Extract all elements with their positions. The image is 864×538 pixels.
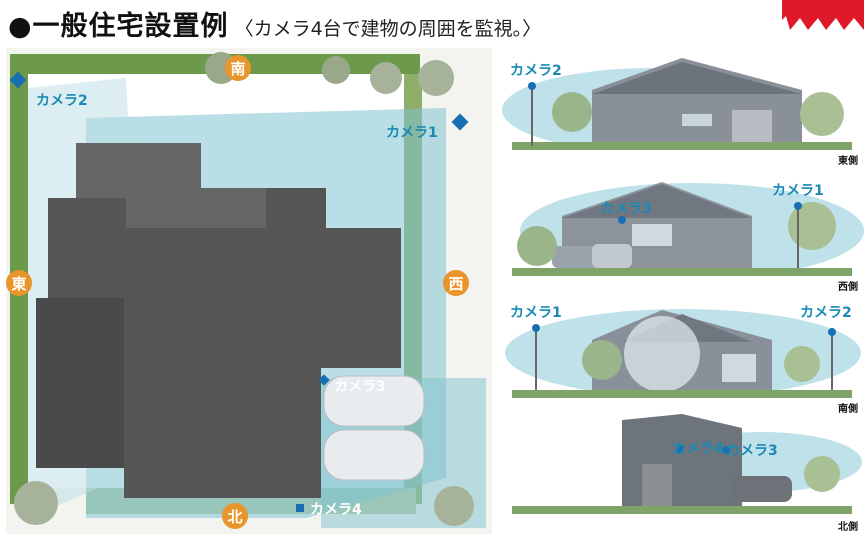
camera-4-marker: [296, 504, 304, 512]
camera-1-label: カメラ1: [386, 125, 438, 141]
panel-north-camera-b-label: カメラ3: [726, 443, 778, 459]
title-sub: 〈カメラ4台で建物の周囲を監視。〉: [234, 18, 542, 40]
site-plan-drawing: [6, 48, 492, 534]
view-panel-east: カメラ2 東側: [502, 50, 864, 167]
compass-north: 北: [222, 503, 248, 529]
house-elevation-north: [502, 414, 862, 514]
panel-south-camera-a-label: カメラ1: [510, 305, 562, 321]
panel-north-caption: 北側: [838, 522, 858, 533]
compass-east: 東: [6, 270, 32, 296]
house-elevation-east: [502, 58, 852, 152]
panel-west-caption: 西側: [838, 282, 858, 293]
panel-east-camera-label: カメラ2: [510, 63, 562, 79]
panel-south-camera-b-label: カメラ2: [800, 305, 852, 321]
view-panel-north: カメラ4 カメラ3 北側: [502, 414, 864, 536]
starburst-decoration: [782, 0, 864, 30]
camera-4-label: カメラ4: [310, 502, 362, 518]
view-panel-west: カメラ3 カメラ1 西側: [502, 176, 864, 294]
camera-3-label: カメラ3: [334, 379, 386, 395]
house-elevation-south: [505, 309, 861, 398]
compass-south: 南: [225, 55, 251, 81]
camera-2-label: カメラ2: [36, 93, 88, 109]
panel-south-caption: 南側: [838, 404, 858, 415]
panel-west-camera-a-label: カメラ3: [600, 201, 652, 217]
house-elevation-west: [512, 182, 864, 279]
page-title: ●一般住宅設置例 〈カメラ4台で建物の周囲を監視。〉: [8, 4, 541, 44]
site-plan: 南 東 西 北 カメラ2 カメラ1 カメラ3 カメラ4: [6, 48, 492, 534]
title-main: ●一般住宅設置例: [8, 11, 229, 42]
view-panel-south: カメラ1 カメラ2 南側: [502, 298, 864, 416]
panel-west-camera-b-label: カメラ1: [772, 183, 824, 199]
panel-north-camera-a-label: カメラ4: [672, 441, 724, 457]
compass-west: 西: [443, 270, 469, 296]
panel-east-caption: 東側: [838, 156, 858, 167]
